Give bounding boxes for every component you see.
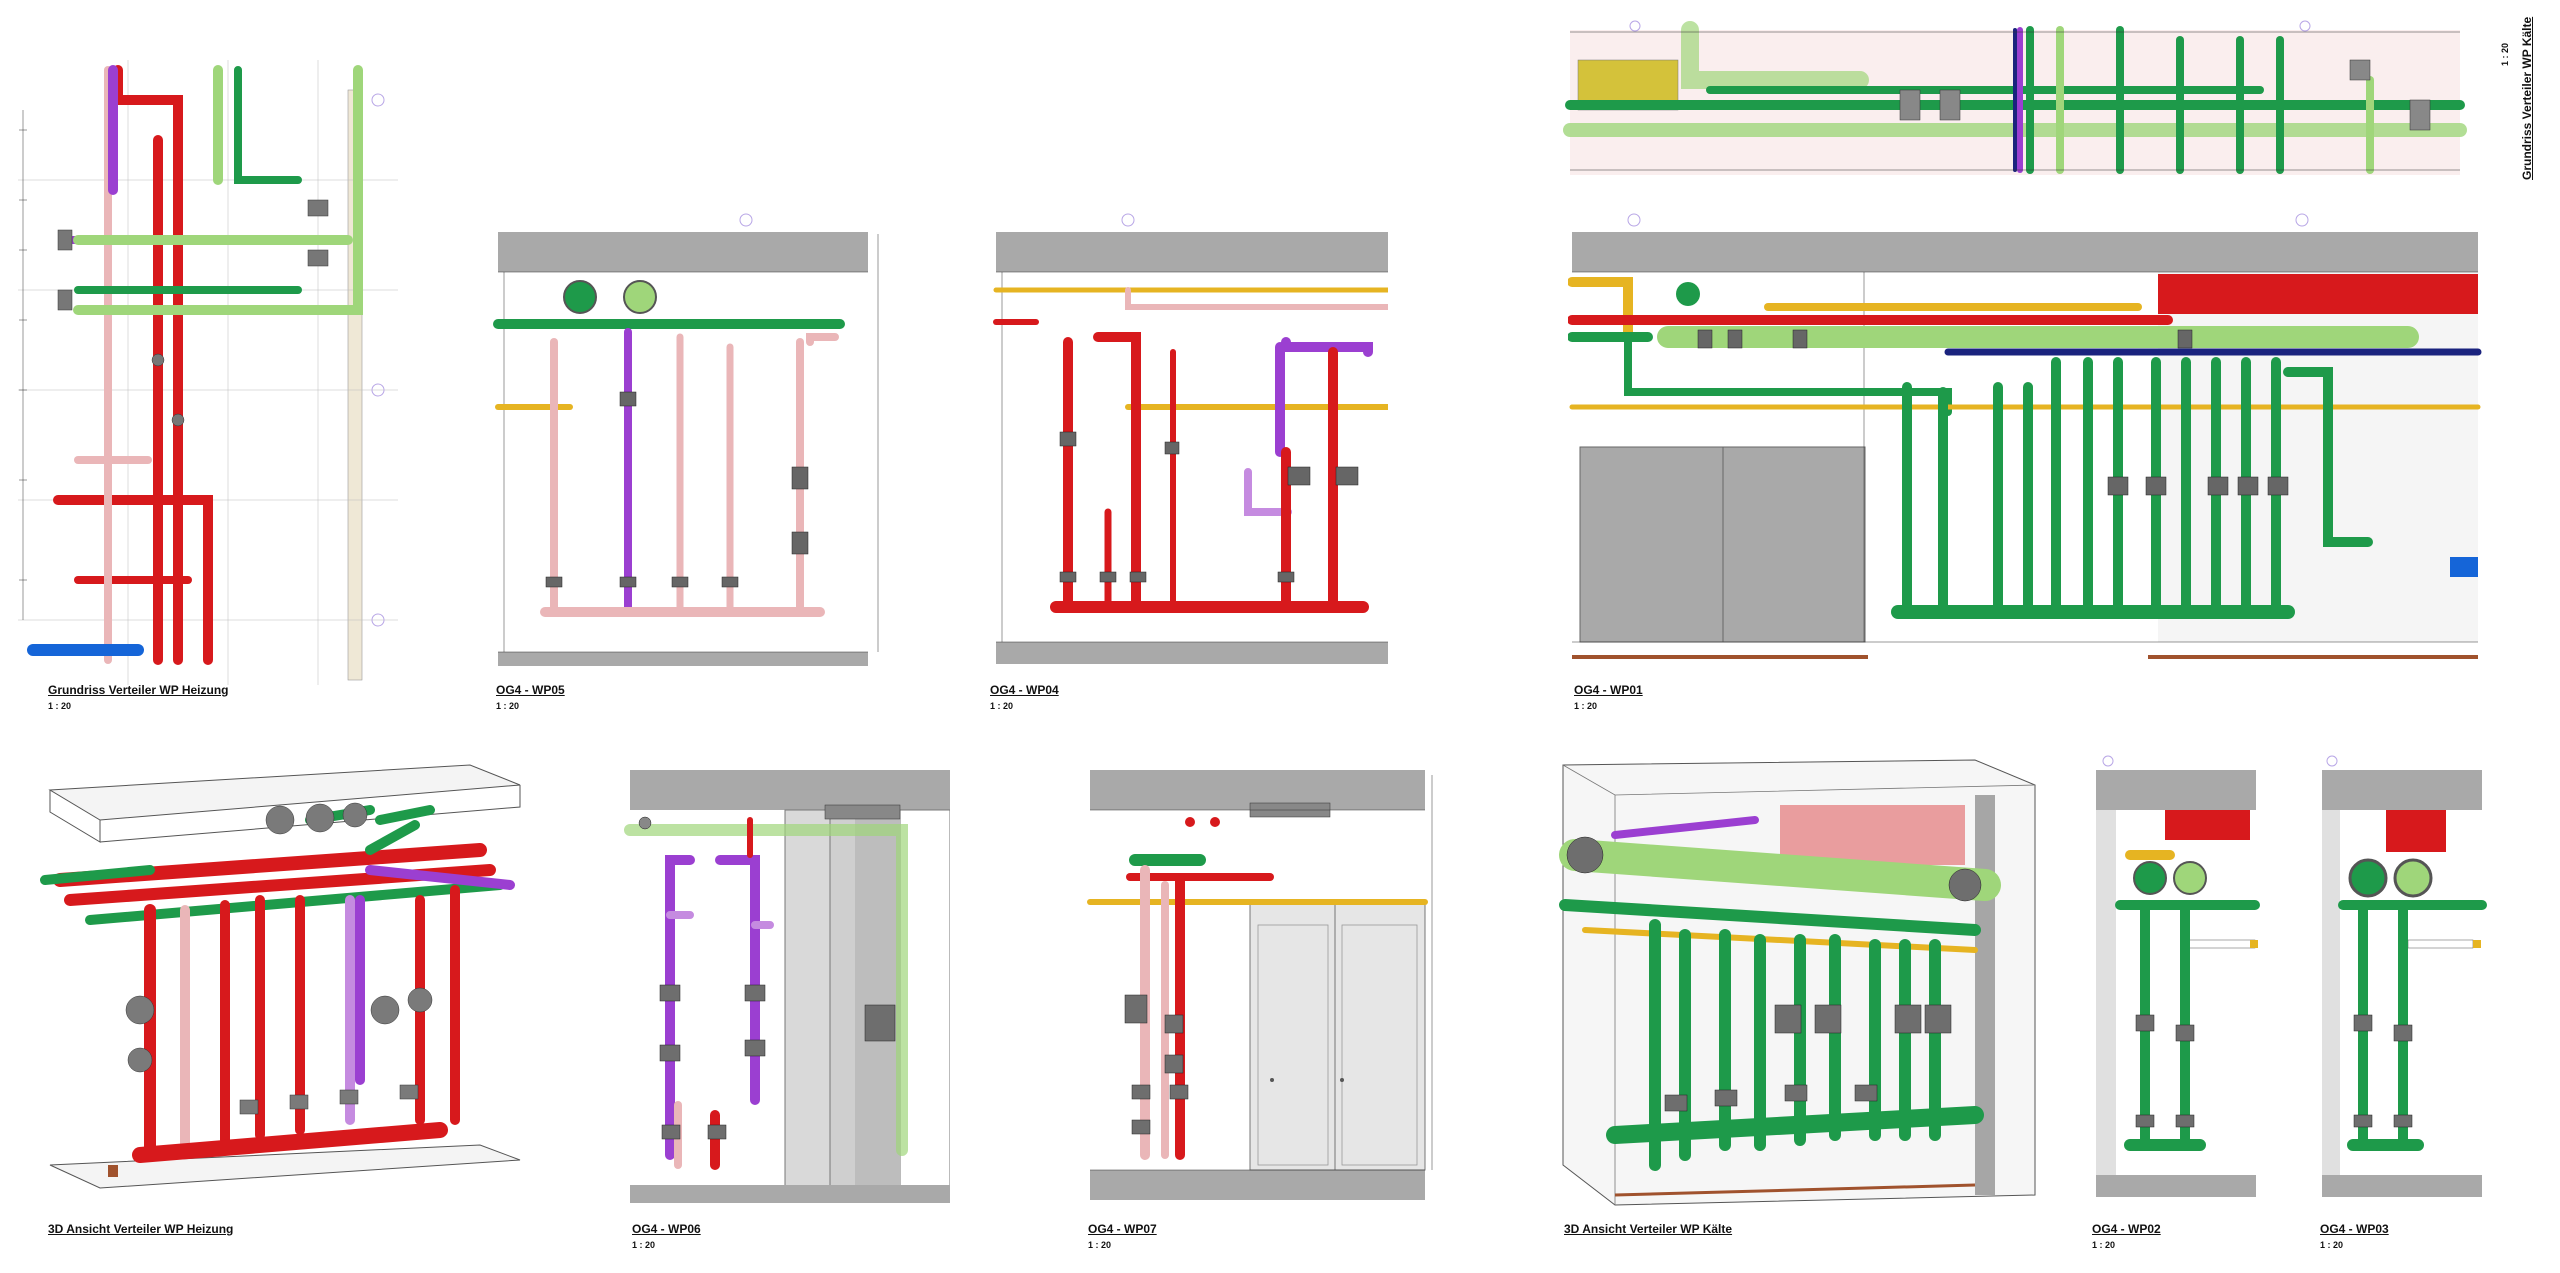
og4-wp01-view[interactable] — [1568, 212, 2548, 672]
view-scale: 1 : 20 — [632, 1240, 656, 1250]
view-title[interactable]: OG4 - WP07 — [1088, 1222, 1157, 1236]
og4-wp07-view[interactable] — [1070, 765, 1470, 1205]
view-scale: 1 : 20 — [48, 701, 72, 711]
og4-wp07-drawing — [1087, 770, 1433, 1200]
view-title[interactable]: OG4 - WP06 — [632, 1222, 701, 1236]
og4-wp02-view[interactable] — [2090, 755, 2315, 1205]
grundriss-heizung-label: Grundriss Verteiler WP Heizung 1 : 20 — [48, 683, 229, 711]
view-title[interactable]: OG4 - WP04 — [990, 683, 1059, 697]
og4-wp06-drawing — [624, 770, 950, 1203]
view-title[interactable]: 3D Ansicht Verteiler WP Heizung — [48, 1222, 234, 1236]
grundriss-kaelte-label[interactable]: Grundriss Verteiler WP Kälte — [2520, 16, 2534, 180]
grundriss-kaelte-drawing — [1563, 20, 2467, 175]
og4-wp02-label: OG4 - WP02 1 : 20 — [2092, 1222, 2161, 1250]
grundriss-heizung-drawing — [18, 60, 398, 685]
ansicht-heizung-view[interactable] — [40, 760, 530, 1200]
ansicht-kaelte-label: 3D Ansicht Verteiler WP Kälte — [1564, 1222, 1732, 1236]
ansicht-heizung-drawing — [40, 764, 521, 1189]
view-scale: 1 : 20 — [496, 701, 520, 711]
og4-wp05-drawing — [493, 213, 879, 666]
og4-wp04-label: OG4 - WP04 1 : 20 — [990, 683, 1059, 711]
view-title[interactable]: OG4 - WP05 — [496, 683, 565, 697]
ansicht-heizung-label: 3D Ansicht Verteiler WP Heizung — [48, 1222, 233, 1236]
og4-wp07-label: OG4 - WP07 1 : 20 — [1088, 1222, 1157, 1250]
view-scale: 1 : 20 — [2320, 1240, 2344, 1250]
og4-wp05-view[interactable] — [490, 212, 890, 672]
view-scale: 1 : 20 — [990, 701, 1014, 711]
view-title[interactable]: Grundriss Verteiler WP Heizung — [48, 683, 229, 697]
og4-wp05-label: OG4 - WP05 1 : 20 — [496, 683, 565, 711]
ansicht-kaelte-view[interactable] — [1555, 755, 2045, 1210]
view-scale: 1 : 20 — [1088, 1240, 1112, 1250]
og4-wp01-drawing — [1568, 213, 2482, 659]
og4-wp03-drawing — [2322, 755, 2487, 1197]
og4-wp02-drawing — [2096, 755, 2260, 1197]
og4-wp03-view[interactable] — [2318, 755, 2546, 1205]
view-title[interactable]: OG4 - WP02 — [2092, 1222, 2161, 1236]
view-title[interactable]: OG4 - WP01 — [1574, 683, 1643, 697]
view-scale: 1 : 20 — [2092, 1240, 2116, 1250]
grundriss-kaelte-view[interactable] — [1560, 20, 2480, 175]
og4-wp06-view[interactable] — [620, 765, 950, 1205]
ansicht-kaelte-drawing — [1559, 759, 2036, 1206]
grundriss-kaelte-scale: 1 : 20 — [2500, 42, 2510, 66]
grundriss-heizung-view[interactable] — [18, 60, 398, 685]
view-scale: 1 : 20 — [1574, 701, 1598, 711]
view-title[interactable]: OG4 - WP03 — [2320, 1222, 2389, 1236]
og4-wp04-view[interactable] — [988, 212, 1388, 672]
og4-wp01-label: OG4 - WP01 1 : 20 — [1574, 683, 1643, 711]
og4-wp03-label: OG4 - WP03 1 : 20 — [2320, 1222, 2389, 1250]
og4-wp04-drawing — [993, 213, 1388, 664]
view-title[interactable]: 3D Ansicht Verteiler WP Kälte — [1564, 1222, 1733, 1236]
og4-wp06-label: OG4 - WP06 1 : 20 — [632, 1222, 701, 1250]
